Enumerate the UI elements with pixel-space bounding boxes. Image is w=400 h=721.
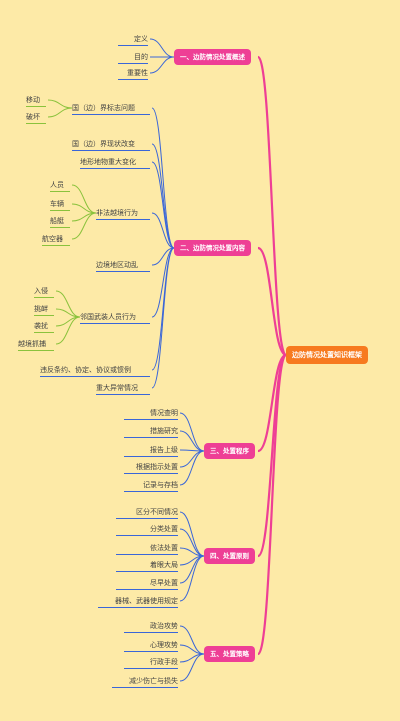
item-political[interactable]: 政治攻势 (124, 621, 178, 633)
branch-child-connector (179, 450, 205, 486)
leaf-cross-border-arrest[interactable]: 越境抓捕 (18, 339, 54, 351)
leaf-connector (55, 316, 81, 345)
item-purpose[interactable]: 目的 (118, 52, 148, 64)
leaf-vehicles[interactable]: 车辆 (50, 199, 70, 211)
item-boundary-marker[interactable]: 国（边）界标志问题 (72, 103, 150, 115)
item-treaty-violation[interactable]: 违反条约、协定、协议或惯例 (40, 365, 150, 377)
leaf-moved[interactable]: 移动 (26, 95, 46, 107)
branch-child-connector (151, 161, 175, 249)
leaf-boats[interactable]: 船艇 (50, 216, 70, 228)
item-handle-by-instruction[interactable]: 根据指示处置 (124, 462, 178, 474)
item-importance[interactable]: 重要性 (118, 68, 148, 80)
branch-child-connector (151, 247, 175, 318)
leaf-connector (55, 290, 81, 318)
leaf-personnel[interactable]: 人员 (50, 180, 70, 192)
leaf-damaged[interactable]: 破坏 (26, 112, 46, 124)
branch-overview[interactable]: 一、边防情况处置概述 (174, 49, 251, 65)
item-boundary-change[interactable]: 国（边）界现状改变 (72, 139, 150, 151)
branch-child-connector (179, 430, 205, 452)
leaf-connector (47, 107, 73, 118)
item-border-unrest[interactable]: 边境地区动乱 (96, 260, 150, 272)
item-classify[interactable]: 分类处置 (116, 524, 178, 536)
leaf-aircraft[interactable]: 航空器 (42, 234, 70, 246)
branch-child-connector (151, 143, 175, 249)
branch-child-connector (179, 450, 205, 468)
item-study-measures[interactable]: 措施研究 (124, 426, 178, 438)
branch-child-connector (151, 247, 175, 371)
item-definition[interactable]: 定义 (118, 34, 148, 46)
item-distinguish[interactable]: 区分不同情况 (116, 507, 178, 519)
branch-procedure[interactable]: 三、处置程序 (204, 443, 255, 459)
root-branch-connector (257, 246, 287, 357)
item-lawful[interactable]: 依法处置 (116, 543, 178, 555)
branch-strategy[interactable]: 五、处置策略 (204, 646, 255, 662)
item-administrative[interactable]: 行政手段 (124, 657, 178, 669)
root-branch-connector (256, 55, 288, 357)
branch-child-connector (149, 38, 175, 58)
item-reduce-losses[interactable]: 减少伤亡与损失 (112, 676, 178, 688)
item-weapon-rules[interactable]: 器械、武器使用规定 (98, 596, 178, 608)
branch-child-connector (149, 56, 175, 74)
item-illegal-crossing[interactable]: 非法越境行为 (96, 208, 150, 220)
item-report-superior[interactable]: 报告上级 (124, 445, 178, 457)
leaf-invasion[interactable]: 入侵 (34, 286, 54, 298)
branch-content[interactable]: 二、边防情况处置内容 (174, 240, 251, 256)
branch-child-connector (151, 107, 175, 249)
branch-child-connector (179, 555, 205, 602)
branch-child-connector (179, 528, 205, 557)
branch-child-connector (151, 212, 175, 249)
item-investigate[interactable]: 情况查明 (124, 408, 178, 420)
branch-principles[interactable]: 四、处置原则 (204, 548, 255, 564)
item-major-anomaly[interactable]: 重大异常情况 (96, 383, 150, 395)
leaf-harassment[interactable]: 袭扰 (34, 321, 54, 333)
branch-child-connector (179, 511, 205, 557)
item-big-picture[interactable]: 着眼大局 (116, 560, 178, 572)
branch-child-connector (151, 247, 175, 266)
root-node[interactable]: 边防情况处置知识框架 (286, 346, 368, 364)
item-terrain-change[interactable]: 地形地物重大变化 (80, 157, 150, 169)
leaf-connector (71, 184, 97, 214)
root-branch-connector (257, 353, 287, 453)
branch-child-connector (179, 412, 205, 452)
root-branch-connector (256, 353, 288, 656)
item-armed-personnel[interactable]: 邻国武装人员行为 (80, 312, 150, 324)
branch-child-connector (151, 247, 175, 389)
leaf-connector (71, 212, 97, 240)
item-psychological[interactable]: 心理攻势 (124, 640, 178, 652)
item-record-archive[interactable]: 记录与存档 (124, 480, 178, 492)
item-early[interactable]: 尽早处置 (116, 578, 178, 590)
branch-child-connector (179, 625, 205, 655)
branch-child-connector (179, 653, 205, 682)
leaf-provocation[interactable]: 挑衅 (34, 304, 54, 316)
leaf-connector (47, 99, 73, 109)
